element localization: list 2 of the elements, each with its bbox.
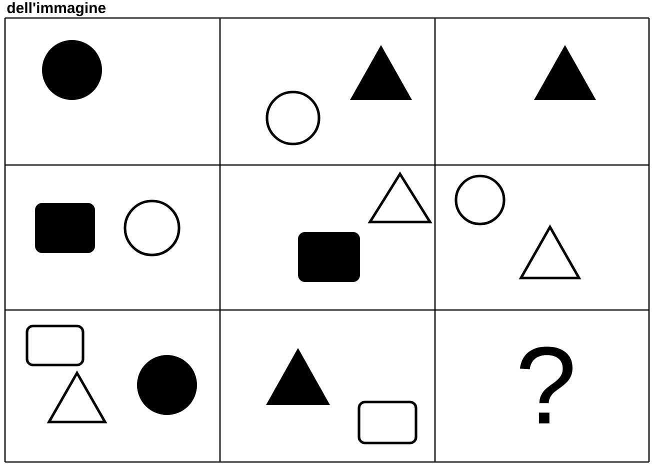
question-mark: ?	[520, 346, 573, 424]
title: dell'immagine	[7, 2, 106, 16]
